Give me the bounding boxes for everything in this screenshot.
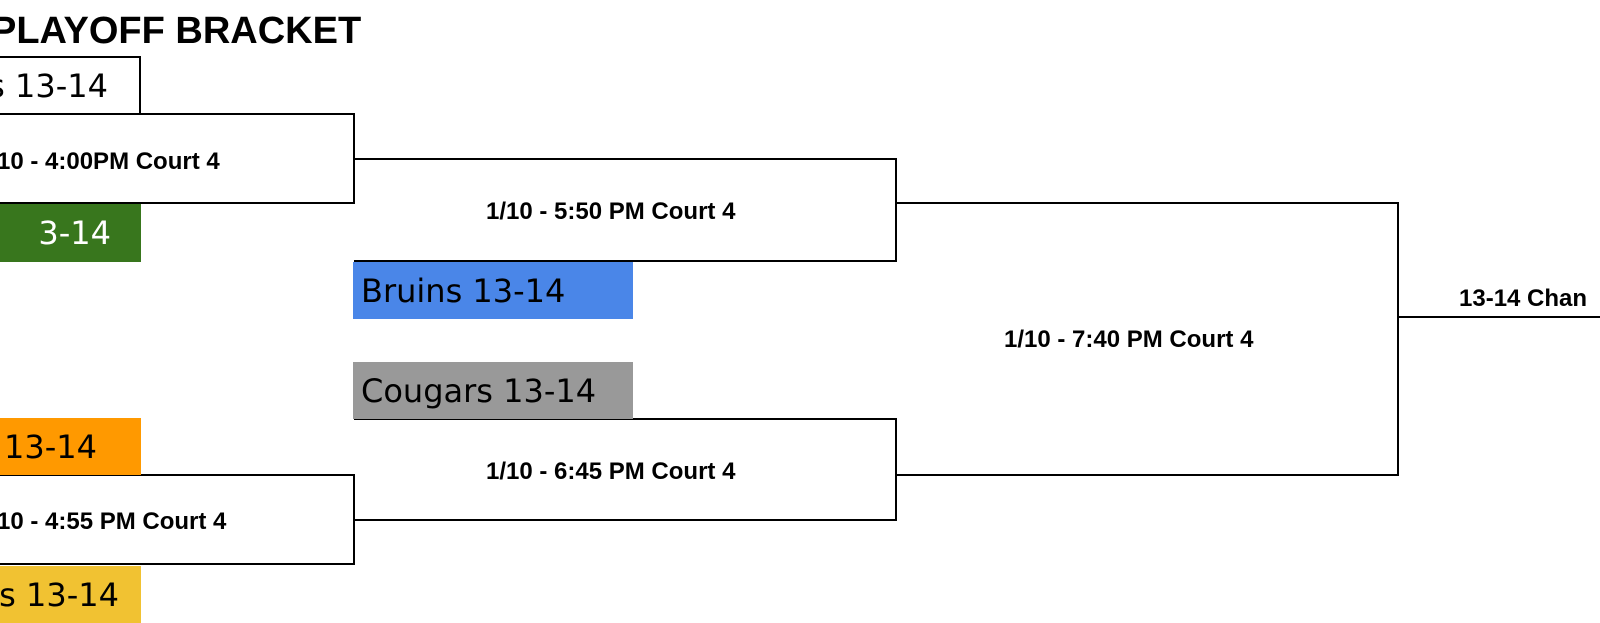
r2-top-bracket xyxy=(354,158,897,262)
champion-label: 13-14 Chan xyxy=(1459,285,1588,312)
r1-bottom-team-b: es 13-14 xyxy=(0,566,141,623)
r1-top-team-a: s 13-14 xyxy=(0,58,138,113)
r2-game-bottom-label: 1/10 - 6:45 PM Court 4 xyxy=(486,458,736,485)
r2-team-bottom: Cougars 13-14 xyxy=(353,362,633,419)
r2-bottom-bracket xyxy=(354,418,897,521)
r2-team-top: Bruins 13-14 xyxy=(353,262,633,319)
page-title: PLAYOFF BRACKET xyxy=(0,10,362,52)
r1-game-top-label: 10 - 4:00PM Court 4 xyxy=(0,148,220,175)
r1-bottom-team-a: 13-14 xyxy=(0,418,141,475)
r2-game-top-label: 1/10 - 5:50 PM Court 4 xyxy=(486,198,736,225)
final-game-label: 1/10 - 7:40 PM Court 4 xyxy=(1004,326,1254,353)
r1-game-bottom-label: 10 - 4:55 PM Court 4 xyxy=(0,508,227,535)
r1-top-team-a-box xyxy=(0,56,141,114)
r1-top-team-b: 3-14 xyxy=(0,204,141,262)
final-bracket xyxy=(896,202,1399,476)
